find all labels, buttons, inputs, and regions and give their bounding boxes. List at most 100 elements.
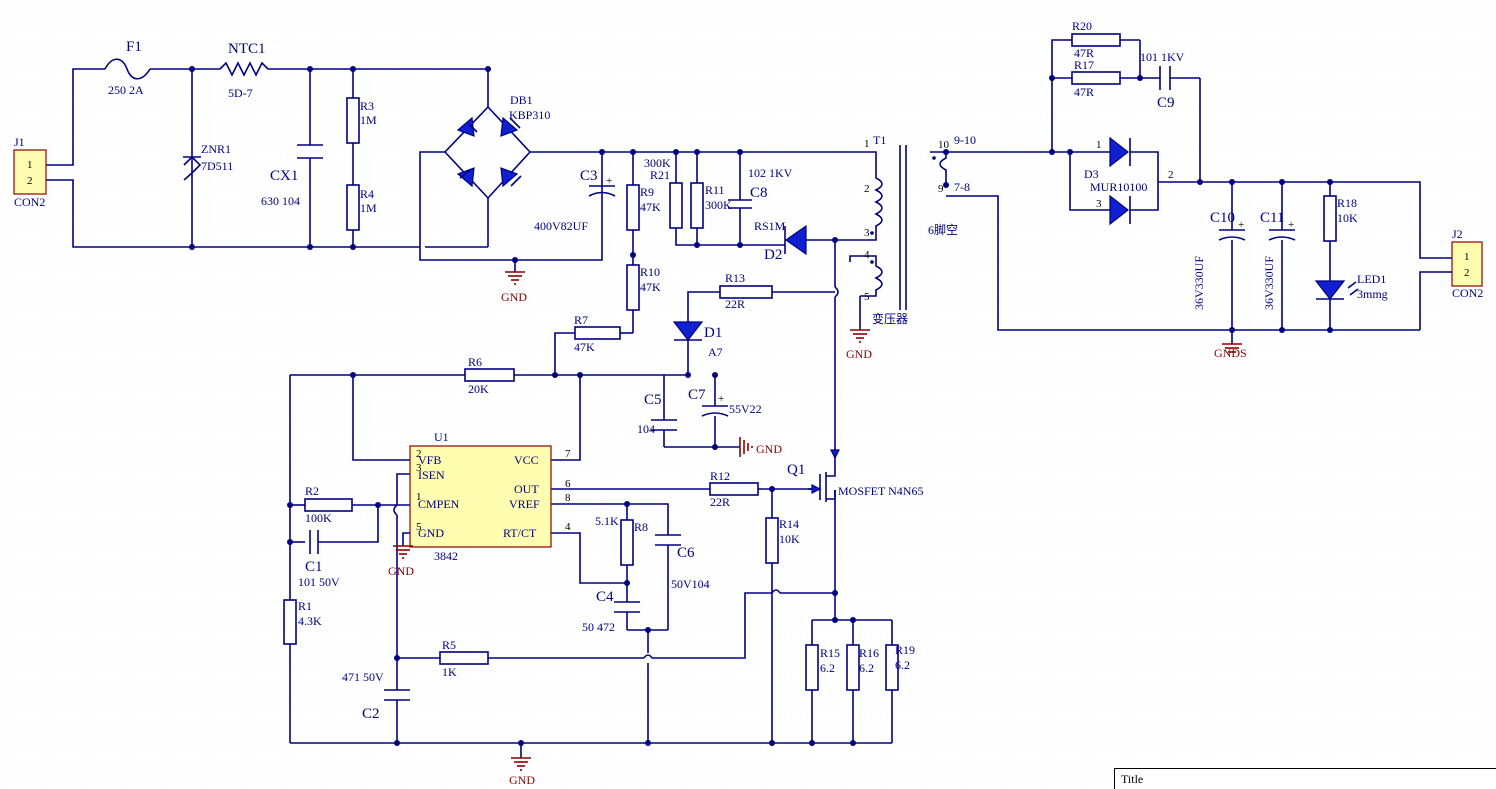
- diode-d2: RS1M D2: [754, 219, 807, 263]
- resistor-r15: R15 6.2: [805, 644, 840, 691]
- svg-text:C4: C4: [596, 589, 614, 605]
- svg-text:1M: 1M: [360, 201, 377, 215]
- svg-text:2: 2: [27, 175, 33, 187]
- svg-text:8: 8: [565, 492, 571, 504]
- svg-text:3: 3: [1096, 198, 1102, 210]
- resistor-r7: R7 47K: [554, 313, 633, 375]
- svg-text:RS1M: RS1M: [754, 219, 786, 233]
- title-block-label: Title: [1121, 772, 1144, 786]
- svg-text:C6: C6: [677, 545, 695, 561]
- svg-text:6.2: 6.2: [895, 658, 910, 672]
- ground-symbol-5: GND: [509, 757, 535, 787]
- resistor-r20: R20 47R: [1071, 19, 1121, 60]
- drain-wiring: [687, 240, 839, 452]
- svg-text:GND: GND: [756, 442, 782, 456]
- svg-text:VCC: VCC: [514, 453, 539, 467]
- capacitor-c1: C1 101 50V: [298, 530, 340, 589]
- ground-symbol-3: GND: [739, 437, 782, 457]
- svg-text:R7: R7: [574, 313, 588, 327]
- diode-d3: 1 3 2 D3 MUR10100: [1084, 136, 1174, 226]
- resistor-r12: R12 22R: [709, 469, 759, 509]
- svg-text:630 104: 630 104: [261, 194, 300, 208]
- svg-text:6: 6: [565, 478, 571, 490]
- resistor-r17: R17 47R: [1071, 58, 1121, 99]
- svg-text:KBP310: KBP310: [509, 108, 550, 122]
- snubber-wiring: [630, 152, 860, 333]
- svg-text:GND: GND: [418, 526, 444, 540]
- svg-text:CMPEN: CMPEN: [418, 497, 460, 511]
- svg-text:3: 3: [864, 227, 870, 239]
- svg-text:C3: C3: [580, 168, 598, 184]
- svg-text:A7: A7: [708, 345, 723, 359]
- svg-text:1: 1: [1096, 139, 1102, 151]
- thermistor-ntc1: NTC1 5D-7: [219, 41, 269, 100]
- svg-text:1: 1: [416, 491, 422, 503]
- capacitor-c11: + C11 36V330UF: [1260, 210, 1296, 310]
- transformer-t1: T1 1 2 3 4 5 10 9 9-10 7-8 6脚空 变压器: [849, 133, 976, 326]
- svg-text:GND: GND: [846, 347, 872, 361]
- capacitor-cx1: CX1 630 104: [261, 144, 323, 208]
- svg-text:3mmg: 3mmg: [1357, 287, 1388, 301]
- svg-text:C2: C2: [362, 706, 380, 722]
- svg-text:Q1: Q1: [787, 462, 805, 478]
- svg-text:VFB: VFB: [418, 453, 441, 467]
- resistor-r18: R18 10K: [1323, 195, 1358, 242]
- diode-d1: D1 A7: [672, 321, 723, 359]
- svg-text:ISEN: ISEN: [418, 468, 445, 482]
- svg-text:101 1KV: 101 1KV: [1140, 50, 1185, 64]
- svg-text:6脚空: 6脚空: [928, 222, 958, 237]
- resistor-r16: R16 6.2: [846, 644, 879, 691]
- svg-text:7D511: 7D511: [201, 159, 233, 173]
- control-junctions: [287, 372, 856, 746]
- svg-text:+: +: [606, 175, 612, 187]
- svg-text:1: 1: [1464, 251, 1470, 263]
- svg-text:4: 4: [864, 249, 870, 261]
- svg-text:300K: 300K: [705, 198, 732, 212]
- svg-text:47R: 47R: [1074, 46, 1094, 60]
- svg-text:101 50V: 101 50V: [298, 575, 340, 589]
- svg-text:D3: D3: [1084, 167, 1099, 181]
- svg-text:1: 1: [864, 138, 870, 150]
- svg-text:3842: 3842: [434, 549, 458, 563]
- svg-text:NTC1: NTC1: [228, 41, 266, 57]
- resistor-r14: R14 10K: [765, 517, 800, 564]
- svg-text:2: 2: [864, 183, 870, 195]
- svg-text:R3: R3: [360, 99, 374, 113]
- svg-text:GND: GND: [509, 773, 535, 787]
- svg-text:6.2: 6.2: [859, 661, 874, 675]
- svg-text:R21: R21: [650, 168, 670, 182]
- svg-text:R15: R15: [820, 646, 840, 660]
- svg-text:F1: F1: [126, 39, 142, 55]
- svg-text:+: +: [718, 393, 724, 405]
- led-led1: LED1 3mmg: [1314, 272, 1388, 301]
- output-wiring: [946, 39, 1452, 344]
- svg-text:47K: 47K: [640, 200, 661, 214]
- svg-text:CON2: CON2: [14, 195, 45, 209]
- resistor-r8: 5.1K R8: [595, 514, 648, 566]
- ground-symbol-1: GND: [501, 271, 527, 304]
- ic-u1: U1 VFB ISEN CMPEN GND VCC OUT VREF RT/CT…: [409, 430, 571, 563]
- resistor-r6: R6 20K: [464, 355, 515, 396]
- capacitor-c6: C6 50V104: [655, 534, 710, 591]
- svg-text:1K: 1K: [442, 665, 457, 679]
- bridge-db1: DB1 KBP310: [443, 93, 550, 200]
- capacitor-c2: 471 50V C2: [342, 670, 410, 722]
- svg-text:+: +: [1288, 219, 1294, 231]
- svg-text:104: 104: [637, 422, 655, 436]
- svg-text:GND: GND: [501, 290, 527, 304]
- svg-text:R6: R6: [468, 355, 482, 369]
- resistor-r1: R1 4.3K: [283, 599, 322, 645]
- control-wiring: [289, 374, 893, 758]
- svg-text:20K: 20K: [468, 382, 489, 396]
- svg-text:100K: 100K: [305, 511, 332, 525]
- svg-text:R8: R8: [634, 520, 648, 534]
- capacitor-c8: 102 1KV C8: [728, 166, 793, 209]
- svg-text:10K: 10K: [779, 532, 800, 546]
- svg-text:9-10: 9-10: [954, 133, 976, 147]
- svg-text:R14: R14: [779, 517, 799, 531]
- svg-text:R10: R10: [640, 265, 660, 279]
- svg-text:U1: U1: [434, 430, 449, 444]
- resistor-r2: R2 100K: [304, 484, 353, 525]
- svg-text:R12: R12: [710, 469, 730, 483]
- svg-text:C8: C8: [750, 185, 768, 201]
